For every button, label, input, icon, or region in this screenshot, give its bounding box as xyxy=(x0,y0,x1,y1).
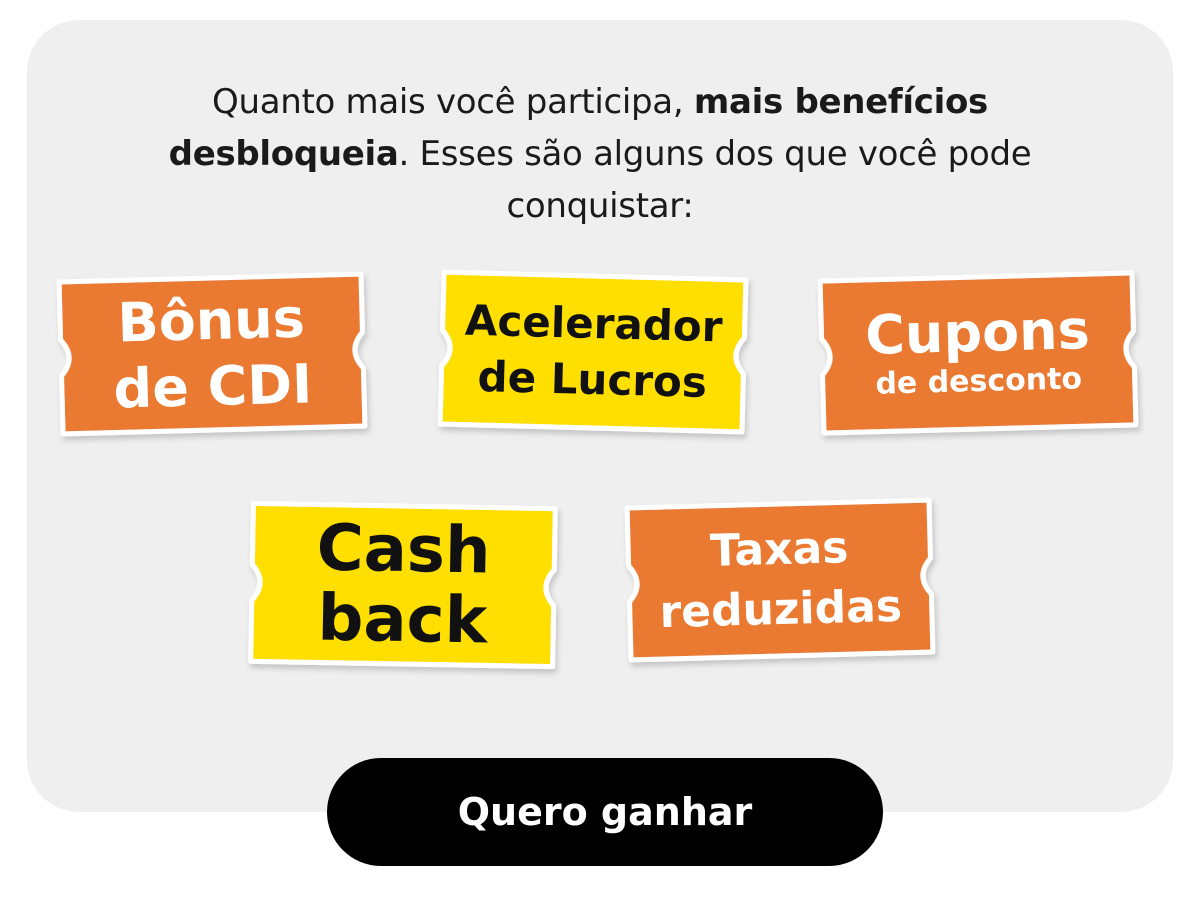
ticket-line1: Cash xyxy=(316,511,492,589)
ticket-line2: de CDI xyxy=(112,352,313,421)
ticket-line2: de desconto xyxy=(874,361,1083,402)
ticket-shape xyxy=(56,271,368,437)
ticket-cashback: Cash back xyxy=(247,499,560,670)
ticket-line2: reduzidas xyxy=(658,580,903,639)
ticket-line1: Bônus xyxy=(116,286,306,355)
intro-text: Quanto mais você participa, mais benefíc… xyxy=(150,76,1050,232)
ticket-line2: back xyxy=(317,581,488,659)
intro-text-part2: . Esses são alguns dos que você pode con… xyxy=(398,134,1032,226)
intro-text-part1: Quanto mais você participa, xyxy=(212,82,694,122)
ticket-shape xyxy=(437,269,749,435)
ticket-line2: de Lucros xyxy=(477,351,708,407)
ticket-line1: Cupons xyxy=(864,298,1091,367)
ticket-line1: Taxas xyxy=(709,522,849,577)
ticket-cupons-desconto: Cupons de desconto xyxy=(816,269,1140,437)
ticket-taxas-reduzidas: Taxas reduzidas xyxy=(623,496,937,664)
quero-ganhar-button[interactable]: Quero ganhar xyxy=(327,758,883,866)
ticket-shape xyxy=(624,497,936,663)
intro-text-bold: mais benefícios desbloqueia xyxy=(168,82,989,174)
ticket-line1: Acelerador xyxy=(464,295,724,352)
ticket-bonus-cdi: Bônus de CDI xyxy=(55,270,369,438)
ticket-shape xyxy=(248,500,558,670)
ticket-shape xyxy=(817,270,1139,436)
ticket-acelerador-lucros: Acelerador de Lucros xyxy=(436,268,750,436)
